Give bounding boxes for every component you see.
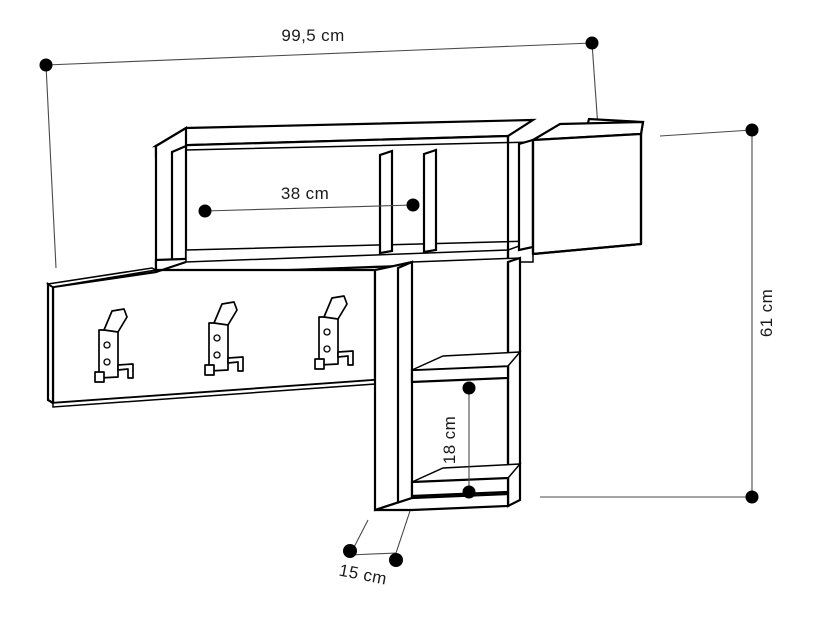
right-box-bottom-edge [532, 242, 642, 256]
dim-line-overall-width [45, 42, 593, 66]
hook-2-plate [208, 322, 229, 372]
hook-3-foot [314, 358, 325, 370]
dim-dot-height-top [745, 123, 759, 137]
dim-dot-depth-right [389, 553, 403, 567]
ext-line-height-top [659, 129, 753, 137]
hook-3-screw-hole-top [323, 328, 331, 336]
dim-dot-depth-left [343, 544, 357, 558]
dim-label-depth: 15 cm [338, 561, 389, 589]
hook-3-plate [318, 316, 339, 366]
upper-open-shelf-box [151, 118, 537, 277]
hook-1-plate [98, 329, 119, 379]
hook-1-screw-hole-top [103, 341, 111, 349]
hook-2-lower-hook [227, 356, 244, 372]
ext-line-depth-right [395, 507, 412, 554]
upper-box-divider-2 [422, 148, 438, 254]
upper-box-divider-1 [378, 149, 394, 255]
dim-dot-height-bottom [745, 490, 759, 504]
ext-line-width-left [45, 64, 57, 269]
lower-column-middle-shelf-top [411, 351, 522, 371]
lower-column-bottom-edge [374, 492, 510, 512]
hook-2-screw-hole-top [213, 334, 221, 342]
hook-2-foot [204, 364, 215, 376]
hook-3-screw-hole-bottom [323, 345, 331, 353]
lower-vertical-column [373, 256, 522, 512]
dim-dot-lower-comp-bottom [462, 485, 476, 499]
hook-rail-left-edge [46, 282, 55, 405]
right-closed-cabinet-box [531, 117, 645, 256]
dim-dot-shelf-left [198, 204, 212, 218]
dim-label-overall-height: 61 cm [757, 289, 776, 337]
dim-line-depth [349, 552, 397, 556]
hook-1-upper-arm [103, 308, 128, 333]
lower-column-bottom-shelf-edge [410, 476, 510, 498]
coat-hook-2 [204, 301, 244, 376]
hook-3-lower-hook [337, 350, 354, 366]
upper-box-right-post [517, 138, 535, 252]
hook-3-upper-arm [323, 295, 348, 320]
hook-2-upper-arm [213, 301, 238, 326]
dim-dot-shelf-right [406, 198, 420, 212]
hook-1-screw-hole-bottom [103, 358, 111, 366]
coat-hook-1 [94, 308, 134, 383]
dim-label-shelf-opening-width: 38 cm [281, 184, 329, 203]
dim-dot-lower-comp-top [462, 381, 476, 395]
dimension-depth: 15 cm [338, 507, 412, 589]
dim-dot-width-left [39, 58, 53, 72]
hook-rail-step-line [155, 260, 187, 274]
dim-line-shelf-opening [204, 204, 414, 212]
dimension-shelf-opening-width: 38 cm [198, 184, 420, 218]
hook-1-lower-hook [117, 363, 134, 379]
dimension-lower-compartment-height: 18 cm [440, 381, 476, 499]
dim-label-overall-width: 99,5 cm [281, 26, 344, 45]
hook-rail-top-edge [45, 267, 159, 288]
coat-hook-3 [314, 295, 354, 370]
hook-2-screw-hole-bottom [213, 351, 221, 359]
ext-line-width-right [591, 42, 599, 129]
lower-column-left-inner-edge [396, 260, 414, 510]
dimension-overall-width: 99,5 cm [39, 26, 599, 269]
dim-dot-width-right [585, 36, 599, 50]
dimension-overall-height: 61 cm [540, 123, 776, 504]
dim-label-lower-compartment-height: 18 cm [440, 416, 459, 464]
hook-1-foot [94, 371, 105, 383]
upper-box-left-inner-edge [170, 144, 188, 274]
right-box-front-face [531, 132, 643, 256]
